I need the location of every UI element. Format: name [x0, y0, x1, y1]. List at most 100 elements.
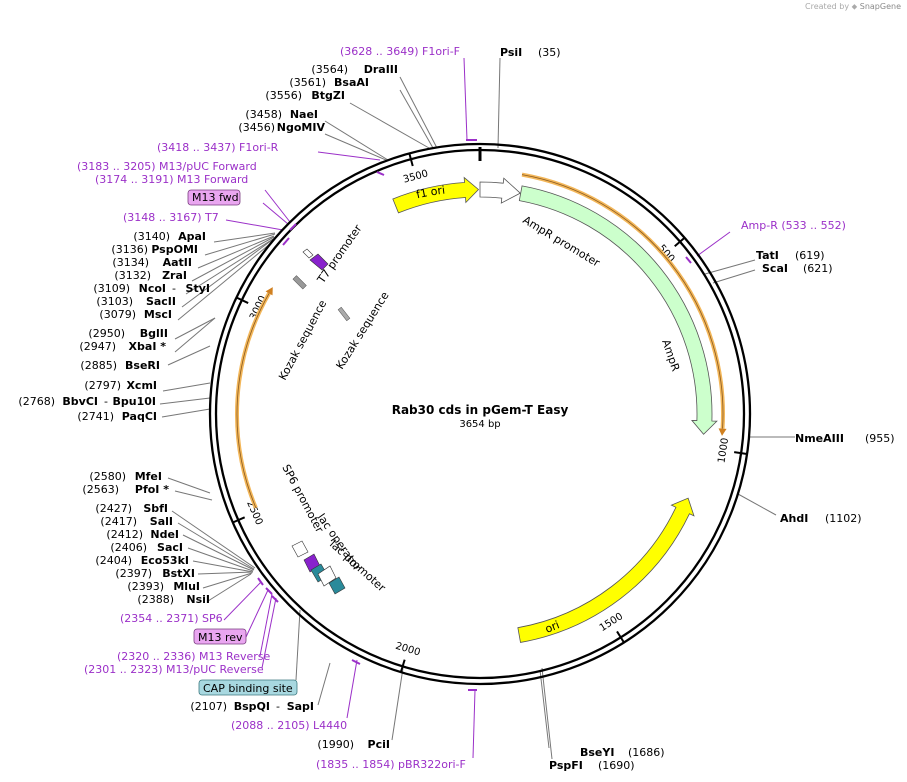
site-pos: (3136) [111, 243, 148, 256]
site-pos: (2406) [110, 541, 147, 554]
site-name: TatI [756, 249, 779, 262]
site-name: DraIII [364, 63, 398, 76]
feature-label-ori: ori [543, 618, 561, 635]
site-name: NaeI [290, 108, 318, 121]
site-pos: (2768) [18, 395, 55, 408]
site-name: PaqCI [122, 410, 157, 423]
primer-m13-forward: (3174 .. 3191) M13 Forward [95, 173, 248, 186]
feature-label-kozak-1: Kozak sequence [276, 298, 329, 383]
site-name: AhdI [780, 512, 808, 525]
site-pos: (2797) [84, 379, 121, 392]
m13-fwd-label: M13 fwd [192, 191, 239, 204]
feature-label-kozak-2: Kozak sequence [334, 289, 392, 371]
site-name: PciI [368, 738, 390, 751]
site-pos: (2107) [190, 700, 227, 713]
feature-f1-ori [392, 176, 480, 214]
site-name: PspFI [549, 759, 583, 772]
plasmid-name: Rab30 cds in pGem-T Easy [392, 403, 569, 417]
tick-mark [236, 296, 249, 304]
site-name-extra: Bpu10I [113, 395, 157, 408]
site-name: NsiI [186, 593, 210, 606]
site-pos: (3456) [238, 121, 275, 134]
kozak-box-2 [337, 306, 351, 322]
orf-arrowhead [265, 287, 273, 296]
site-pos: (1102) [825, 512, 862, 525]
site-pos: (3564) [311, 63, 348, 76]
site-pos: (2947) [79, 340, 116, 353]
site-pos: (3140) [133, 230, 170, 243]
orf-arc [521, 172, 725, 429]
site-name: NcoI [139, 282, 166, 295]
site-name-extra: StyI [186, 282, 210, 295]
site-pos: (2885) [80, 359, 117, 372]
site-pos: (2397) [115, 567, 152, 580]
kozak-box-1 [292, 275, 307, 290]
credit-prefix: Created by [805, 2, 850, 11]
feature-label-t7-promoter: T7 promoter [314, 222, 365, 287]
sp6-promoter-arrow [291, 540, 309, 558]
site-name: SacII [146, 295, 176, 308]
backbone-outer [208, 142, 752, 686]
primer-m13-reverse: (2320 .. 2336) M13 Reverse [117, 650, 270, 663]
site-pos: (2412) [106, 528, 143, 541]
site-pos: (2393) [127, 580, 164, 593]
credit-brand: SnapGene [859, 2, 901, 11]
site-pos: (3132) [114, 269, 151, 282]
site-name: BseYI [580, 746, 614, 759]
site-pos: (3556) [265, 89, 302, 102]
site-pos: (35) [538, 46, 561, 59]
tick-label: 1500 [598, 611, 625, 634]
feature-ampr [518, 185, 718, 435]
site-pos: (2580) [89, 470, 126, 483]
leader-lines [159, 57, 795, 760]
site-pos: (2427) [95, 502, 132, 515]
site-pos: (621) [803, 262, 833, 275]
site-pos: (2404) [95, 554, 132, 567]
m13-fwd-box [187, 189, 241, 206]
m13-rev-box [193, 628, 247, 645]
primer-t7: (3148 .. 3167) T7 [123, 211, 219, 224]
tick-mark [674, 237, 686, 248]
cap-binding-site-label: CAP binding site [203, 682, 293, 695]
site-name: NdeI [150, 528, 179, 541]
site-name: BglII [140, 327, 168, 340]
primer-sp6: (2354 .. 2371) SP6 [120, 612, 223, 625]
site-name: BspQI [234, 700, 270, 713]
site-dash: - [172, 282, 176, 295]
primer-l4440: (2088 .. 2105) L4440 [231, 719, 347, 732]
site-name: BbvCI [62, 395, 98, 408]
cap-leader [295, 609, 301, 681]
primer-bars [257, 139, 692, 691]
site-name: MluI [173, 580, 200, 593]
site-name: BstXI [162, 567, 195, 580]
feature-label-ampr: AmpR [659, 338, 682, 374]
lac-promoter-arrow [317, 565, 337, 587]
site-dash: - [276, 700, 280, 713]
site-name: MscI [144, 308, 172, 321]
site-name: XcmI [126, 379, 157, 392]
site-dash: - [104, 395, 108, 408]
tick-label: 500 [656, 243, 677, 265]
primer-m13-puc-reverse: (2301 .. 2323) M13/pUC Reverse [84, 663, 264, 676]
site-pos: (3561) [289, 76, 326, 89]
primer-pbr322ori-f: (1835 .. 1854) pBR322ori-F [316, 758, 466, 771]
site-name: SalI [150, 515, 173, 528]
site-pos: (1686) [628, 746, 665, 759]
tick-label: 3500 [402, 168, 429, 185]
tick-mark [408, 153, 414, 167]
primer-leaders [223, 57, 731, 759]
site-pos: (955) [865, 432, 895, 445]
snapgene-credit: Created by ⬥ SnapGene [805, 2, 901, 12]
sites-left: DraIII(3564)BsaAI(3561)BtgZI(3556)NaeI(3… [18, 63, 398, 751]
primer-f1ori-f: (3628 .. 3649) F1ori-F [340, 45, 460, 58]
site-pos: (2741) [77, 410, 114, 423]
site-name: NgoMIV [277, 121, 326, 134]
tick-mark [734, 451, 748, 456]
site-name: PfoI * [135, 483, 169, 496]
site-name: ZraI [162, 269, 187, 282]
m13-rev-label: M13 rev [198, 631, 243, 644]
site-pos: (3134) [112, 256, 149, 269]
tick-mark [232, 516, 246, 524]
feature-ampr-promoter [479, 177, 522, 204]
